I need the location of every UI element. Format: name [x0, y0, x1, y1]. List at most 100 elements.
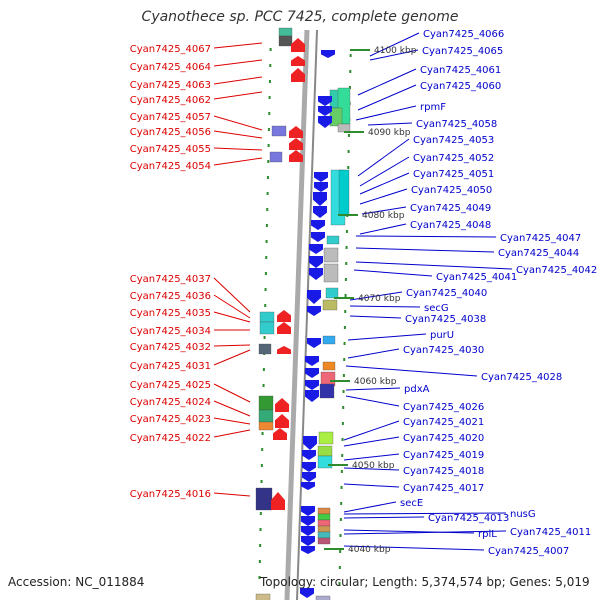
- track-dot-right: [349, 70, 352, 73]
- gene-label-right: nusG: [510, 509, 536, 520]
- gene-label-right: Cyan7425_4038: [405, 314, 486, 325]
- label-leader-line: [357, 138, 410, 177]
- reverse-strand-gene-arrow: [289, 138, 303, 150]
- label-leader-line: [369, 49, 419, 61]
- track-dot-left: [269, 64, 272, 67]
- label-leader-line: [353, 269, 433, 277]
- track-dot-right: [344, 294, 347, 297]
- gene-label-right: Cyan7425_4028: [481, 372, 562, 383]
- track-dot-right: [340, 470, 343, 473]
- label-leader-line: [213, 400, 251, 417]
- gene-label-right: Cyan7425_4021: [403, 417, 484, 428]
- label-leader-line: [347, 333, 427, 341]
- gene-label-right: Cyan7425_4052: [413, 153, 494, 164]
- forward-strand-gene-arrow: [302, 462, 316, 472]
- label-leader-line: [213, 311, 251, 323]
- gene-label-right: Cyan7425_4065: [422, 46, 503, 57]
- gene-label-left: Cyan7425_4032: [130, 342, 211, 353]
- gene-label-right: Cyan7425_4041: [436, 272, 517, 283]
- gene-block: [258, 409, 274, 423]
- reverse-strand-gene-arrow: [277, 310, 291, 322]
- gene-block: [317, 525, 331, 533]
- gene-block: [259, 321, 275, 335]
- label-leader-line: [343, 436, 400, 447]
- label-leader-line: [357, 84, 417, 111]
- track-dot-left: [263, 336, 266, 339]
- forward-strand-gene-arrow: [309, 244, 323, 254]
- track-dot-left: [266, 192, 269, 195]
- map-title: Cyanothece sp. PCC 7425, complete genome: [141, 9, 459, 25]
- label-leader-line: [213, 147, 263, 151]
- track-dot-left: [267, 128, 270, 131]
- track-dot-left: [258, 560, 261, 563]
- track-dot-left: [264, 272, 267, 275]
- track-dot-left: [267, 144, 270, 147]
- gene-label-left: Cyan7425_4056: [130, 127, 211, 138]
- label-leader-line: [343, 420, 400, 441]
- forward-strand-gene-arrow: [300, 588, 314, 598]
- forward-strand-gene-arrow: [302, 472, 316, 482]
- track-dot-left: [260, 480, 263, 483]
- track-dot-left: [268, 96, 271, 99]
- label-leader-line: [357, 68, 417, 96]
- label-leader-line: [359, 156, 410, 187]
- topology-label: Topology: circular; Length: 5,374,574 bp…: [260, 575, 590, 589]
- reverse-strand-gene-arrow: [275, 414, 289, 428]
- label-leader-line: [343, 483, 400, 488]
- label-leader-line: [345, 395, 400, 407]
- accession-label: Accession: NC_011884: [8, 575, 145, 589]
- gene-block: [317, 445, 333, 457]
- forward-strand-gene-arrow: [301, 546, 315, 554]
- gene-label-left: Cyan7425_4062: [130, 95, 211, 106]
- label-leader-line: [213, 383, 251, 403]
- forward-strand-gene-arrow: [301, 526, 315, 536]
- track-dot-right: [338, 566, 341, 569]
- gene-label-right: Cyan7425_4048: [410, 220, 491, 231]
- gene-label-left: Cyan7425_4024: [130, 397, 211, 408]
- gene-label-right: Cyan7425_4058: [416, 119, 497, 130]
- gene-label-right: Cyan7425_4066: [423, 29, 504, 40]
- label-leader-line: [213, 115, 263, 131]
- label-leader-line: [213, 91, 263, 100]
- gene-label-right: purU: [430, 330, 454, 341]
- gene-block: [317, 531, 331, 539]
- label-leader-line: [213, 417, 251, 425]
- gene-block: [322, 335, 336, 345]
- gene-label-right: Cyan7425_4017: [403, 483, 484, 494]
- gene-label-right: Cyan7425_4026: [403, 402, 484, 413]
- gene-label-right: Cyan7425_4018: [403, 466, 484, 477]
- gene-block: [259, 311, 275, 323]
- track-dot-left: [264, 288, 267, 291]
- gene-label-right: rplL: [478, 529, 497, 540]
- gene-block: [326, 235, 340, 245]
- forward-strand-gene-arrow: [305, 368, 319, 378]
- gene-label-right: Cyan7425_4060: [420, 81, 501, 92]
- gene-block: [323, 247, 339, 263]
- backbone-line-left: [284, 29, 310, 600]
- gene-block: [315, 595, 331, 600]
- label-leader-line: [343, 530, 507, 535]
- track-dot-right: [342, 390, 345, 393]
- track-dot-right: [339, 534, 342, 537]
- forward-strand-gene-arrow: [303, 436, 317, 450]
- track-dot-right: [340, 486, 343, 489]
- gene-block: [322, 361, 336, 371]
- gene-label-left: Cyan7425_4031: [130, 361, 211, 372]
- forward-strand-gene-arrow: [318, 96, 332, 106]
- label-leader-line: [213, 76, 263, 85]
- gene-block: [317, 507, 331, 515]
- reverse-strand-gene-arrow: [273, 428, 287, 440]
- gene-block: [338, 169, 350, 216]
- forward-strand-gene-arrow: [305, 380, 319, 390]
- kbp-tick-label: 4090 kbp: [368, 128, 411, 138]
- track-dot-right: [343, 342, 346, 345]
- forward-strand-gene-arrow: [311, 232, 325, 242]
- label-leader-line: [347, 348, 400, 359]
- track-dot-right: [347, 166, 350, 169]
- forward-strand-gene-arrow: [307, 338, 321, 348]
- track-dot-left: [262, 384, 265, 387]
- gene-block: [318, 431, 334, 445]
- label-leader-line: [343, 467, 400, 471]
- gene-block: [317, 513, 331, 521]
